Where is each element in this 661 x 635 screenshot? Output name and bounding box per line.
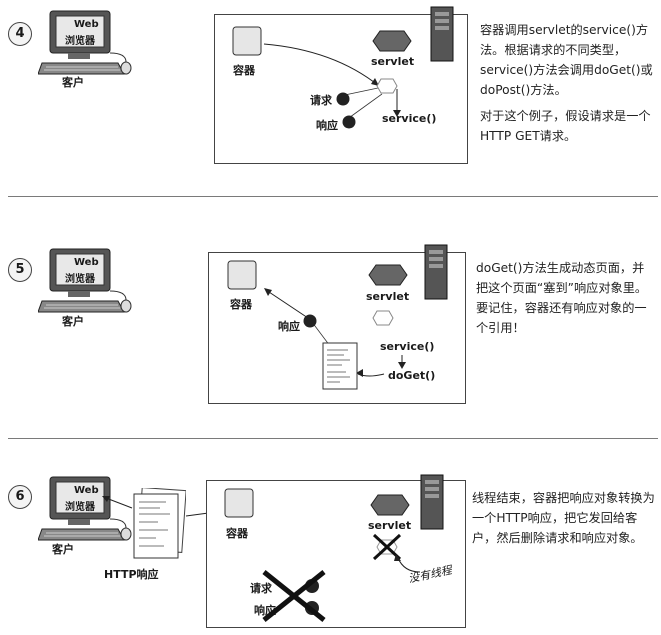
response-label: 响应 — [278, 320, 300, 333]
screen-text-web: Web — [74, 19, 99, 30]
section-divider — [8, 438, 658, 439]
container-icon — [227, 260, 257, 290]
doget-method-label: doGet() — [388, 369, 436, 382]
thread-icon — [376, 78, 398, 94]
response-object-icon — [303, 313, 317, 328]
screen-text-browser: 浏览器 — [65, 36, 95, 47]
step4-arrows — [263, 43, 401, 121]
screen-text-browser: 浏览器 — [65, 502, 95, 513]
request-label: 请求 — [310, 94, 332, 107]
deleted-objects-x-icon — [258, 566, 330, 624]
service-method-label: service() — [380, 340, 435, 353]
http-response-label: HTTP响应 — [104, 568, 159, 581]
step4-description: 容器调用servlet的service()方法。根据请求的不同类型，servic… — [480, 20, 654, 146]
step-number-6: 6 — [8, 485, 32, 509]
client-label: 客户 — [52, 543, 74, 556]
servlet-icon — [372, 30, 412, 52]
container-label: 容器 — [226, 527, 248, 540]
step-number-5: 5 — [8, 258, 32, 282]
client-computer-icon: Web 浏览器 — [37, 474, 133, 554]
server-icon — [424, 244, 448, 300]
servlet-icon — [370, 494, 410, 516]
step-number-4: 4 — [8, 22, 32, 46]
screen-text-web: Web — [74, 485, 99, 496]
description-paragraph: 容器调用servlet的service()方法。根据请求的不同类型，servic… — [480, 23, 653, 97]
response-label: 响应 — [316, 119, 338, 132]
description-paragraph: 对于这个例子，假设请求是一个HTTP GET请求。 — [480, 109, 651, 143]
http-response-document-icon — [130, 487, 187, 562]
screen-text-web: Web — [74, 257, 99, 268]
description-paragraph: doGet()方法生成动态页面，并把这个页面“塞到”响应对象里。要记住，容器还有… — [476, 261, 648, 335]
response-page-icon — [322, 342, 358, 390]
step6-return-arrows — [102, 496, 217, 517]
request-label: 请求 — [250, 582, 272, 595]
servlet-icon — [368, 264, 408, 286]
server-icon — [420, 474, 444, 530]
step5-description: doGet()方法生成动态页面，并把这个页面“塞到”响应对象里。要记住，容器还有… — [476, 258, 656, 338]
container-icon — [224, 488, 254, 518]
thread-icon — [372, 310, 394, 326]
server-icon — [430, 6, 454, 62]
screen-text-browser: 浏览器 — [65, 274, 95, 285]
thread-removed-x-icon — [370, 532, 404, 562]
response-object-icon — [342, 114, 356, 129]
container-label: 容器 — [230, 298, 252, 311]
step5-arrows — [264, 288, 406, 377]
container-label: 容器 — [233, 64, 255, 77]
step6-description: 线程结束，容器把响应对象转换为一个HTTP响应，把它发回给客户，然后删除请求和响… — [472, 488, 656, 548]
client-computer-icon: Web 浏览器 — [37, 8, 133, 88]
servlet-label: servlet — [366, 290, 410, 303]
request-object-icon — [336, 91, 350, 106]
servlet-label: servlet — [368, 519, 412, 532]
section-divider — [8, 196, 658, 197]
client-label: 客户 — [62, 76, 84, 89]
description-paragraph: 线程结束，容器把响应对象转换为一个HTTP响应，把它发回给客户，然后删除请求和响… — [472, 491, 655, 545]
client-computer-icon: Web 浏览器 — [37, 246, 133, 326]
note-arrow — [394, 554, 421, 573]
client-label: 客户 — [62, 315, 84, 328]
container-icon — [232, 26, 262, 56]
servlet-label: servlet — [371, 55, 415, 68]
service-method-label: service() — [382, 112, 437, 125]
